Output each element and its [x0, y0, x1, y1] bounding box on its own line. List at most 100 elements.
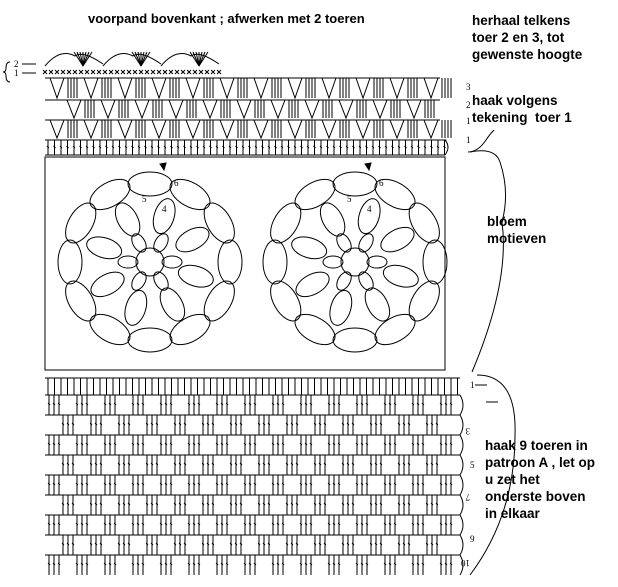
dc-stitch-mark	[243, 395, 247, 415]
dc-stitch-mark	[337, 515, 341, 535]
dc-stitch-mark	[346, 535, 350, 555]
dc-stitch-mark	[271, 555, 275, 575]
dc-stitch-mark	[211, 495, 215, 515]
dc-stitch-mark	[423, 377, 427, 395]
dc-stitch-mark	[248, 555, 252, 575]
dc-stitch-mark	[163, 139, 167, 155]
dc-stitch-mark	[192, 395, 196, 415]
dc-stitch-mark	[323, 535, 327, 555]
dc-stitch-mark	[407, 415, 411, 435]
dc-stitch-mark	[183, 415, 187, 435]
dc-stitch-mark	[164, 435, 168, 455]
motif-round-number: 4	[367, 204, 372, 214]
dc-stitch-mark	[416, 139, 421, 155]
outer-petal-mark	[90, 271, 125, 298]
dc-stitch-mark	[130, 139, 135, 155]
edging-row-label: 2	[14, 59, 19, 69]
dc-stitch-mark	[131, 475, 135, 495]
dc-stitch-mark	[421, 515, 425, 535]
dc-stitch-mark	[313, 415, 317, 435]
dc-stitch-mark	[136, 475, 140, 495]
dc-stitch-mark	[439, 395, 443, 415]
dc-stitch-mark	[122, 455, 126, 475]
dc-stitch-mark	[312, 139, 317, 155]
dc-stitch-mark	[402, 415, 406, 435]
dc-stitch-mark	[239, 455, 243, 475]
dc-stitch-mark	[197, 435, 201, 455]
dc-stitch-mark	[75, 475, 79, 495]
dc-stitch-mark	[229, 495, 233, 515]
petal-mark	[153, 233, 169, 253]
chain-loop-mark	[294, 313, 336, 346]
dc-stitch-mark	[99, 455, 103, 475]
dc-stitch-mark	[243, 475, 247, 495]
dc-stitch-mark	[403, 139, 408, 155]
dc-stitch-mark	[183, 495, 187, 515]
brace-motifs	[469, 150, 506, 373]
dc-stitch-mark	[262, 455, 266, 475]
dc-stitch-mark	[260, 139, 265, 155]
dc-stitch-mark	[150, 415, 154, 435]
dc-stitch-mark	[248, 395, 252, 415]
chain-loop-mark	[408, 280, 440, 322]
dc-stitch-mark	[313, 455, 317, 475]
dc-stitch-mark	[202, 139, 206, 155]
dc-stitch-mark	[276, 515, 280, 535]
dc-stitch-mark	[220, 395, 224, 415]
dc-stitch-mark	[355, 395, 359, 415]
dc-stitch-mark	[117, 415, 121, 435]
dc-stitch-mark	[267, 139, 271, 155]
dc-stitch-mark	[195, 377, 200, 395]
motif-round-number: 5	[142, 194, 147, 204]
dc-stitch-mark	[338, 377, 343, 395]
dc-stitch-mark	[66, 415, 70, 435]
dc-stitch-mark	[98, 139, 102, 155]
dc-stitch-mark	[449, 555, 453, 575]
dc-stitch-mark	[215, 515, 219, 535]
dc-stitch-mark	[78, 139, 83, 155]
dc-stitch-mark	[253, 515, 257, 535]
dc-stitch-mark	[131, 395, 135, 415]
v-stitch-mark	[168, 99, 184, 120]
dc-stitch-mark	[234, 535, 238, 555]
outer-petal-mark	[114, 202, 141, 237]
dc-stitch-mark	[85, 435, 89, 455]
dc-stitch-mark	[75, 435, 79, 455]
single-crochet-mark	[42, 69, 48, 75]
dc-stitch-mark	[141, 475, 145, 495]
petal-mark	[358, 271, 374, 291]
dc-stitch-mark	[383, 395, 387, 415]
dc-stitch-mark	[59, 139, 63, 155]
dc-stitch-mark	[309, 515, 313, 535]
dc-stitch-mark	[239, 495, 243, 515]
dc-stitch-mark	[435, 455, 439, 475]
dc-stitch-mark	[327, 475, 331, 495]
dc-stitch-mark	[345, 139, 349, 155]
dc-stitch-mark	[319, 139, 323, 155]
scallop-mark	[160, 53, 220, 67]
dc-stitch-mark	[169, 475, 173, 495]
edging-row-label: 1	[14, 68, 19, 78]
dc-stitch-mark	[159, 475, 163, 495]
dc-stitch-mark	[365, 515, 369, 535]
dc-stitch-mark	[262, 535, 266, 555]
dc-stitch-mark	[313, 495, 317, 515]
dc-stitch-mark	[383, 515, 387, 535]
dc-stitch-mark	[306, 139, 310, 155]
dc-stitch-mark	[374, 495, 378, 515]
dc-stitch-mark	[403, 377, 408, 395]
chain-loop-mark	[169, 313, 211, 346]
dc-stitch-mark	[374, 415, 378, 435]
dc-stitch-mark	[377, 377, 382, 395]
single-crochet-mark	[150, 69, 156, 75]
dc-stitch-mark	[178, 535, 182, 555]
dc-stitch-mark	[155, 455, 159, 475]
dc-stitch-mark	[425, 455, 429, 475]
dc-stitch-mark	[197, 515, 201, 535]
row-number: 3	[466, 82, 471, 92]
dc-stitch-mark	[225, 435, 229, 455]
dc-stitch-mark	[98, 377, 102, 395]
v-stitch-mark	[117, 119, 133, 140]
dc-stitch-mark	[117, 455, 121, 475]
dc-stitch-mark	[234, 139, 239, 155]
